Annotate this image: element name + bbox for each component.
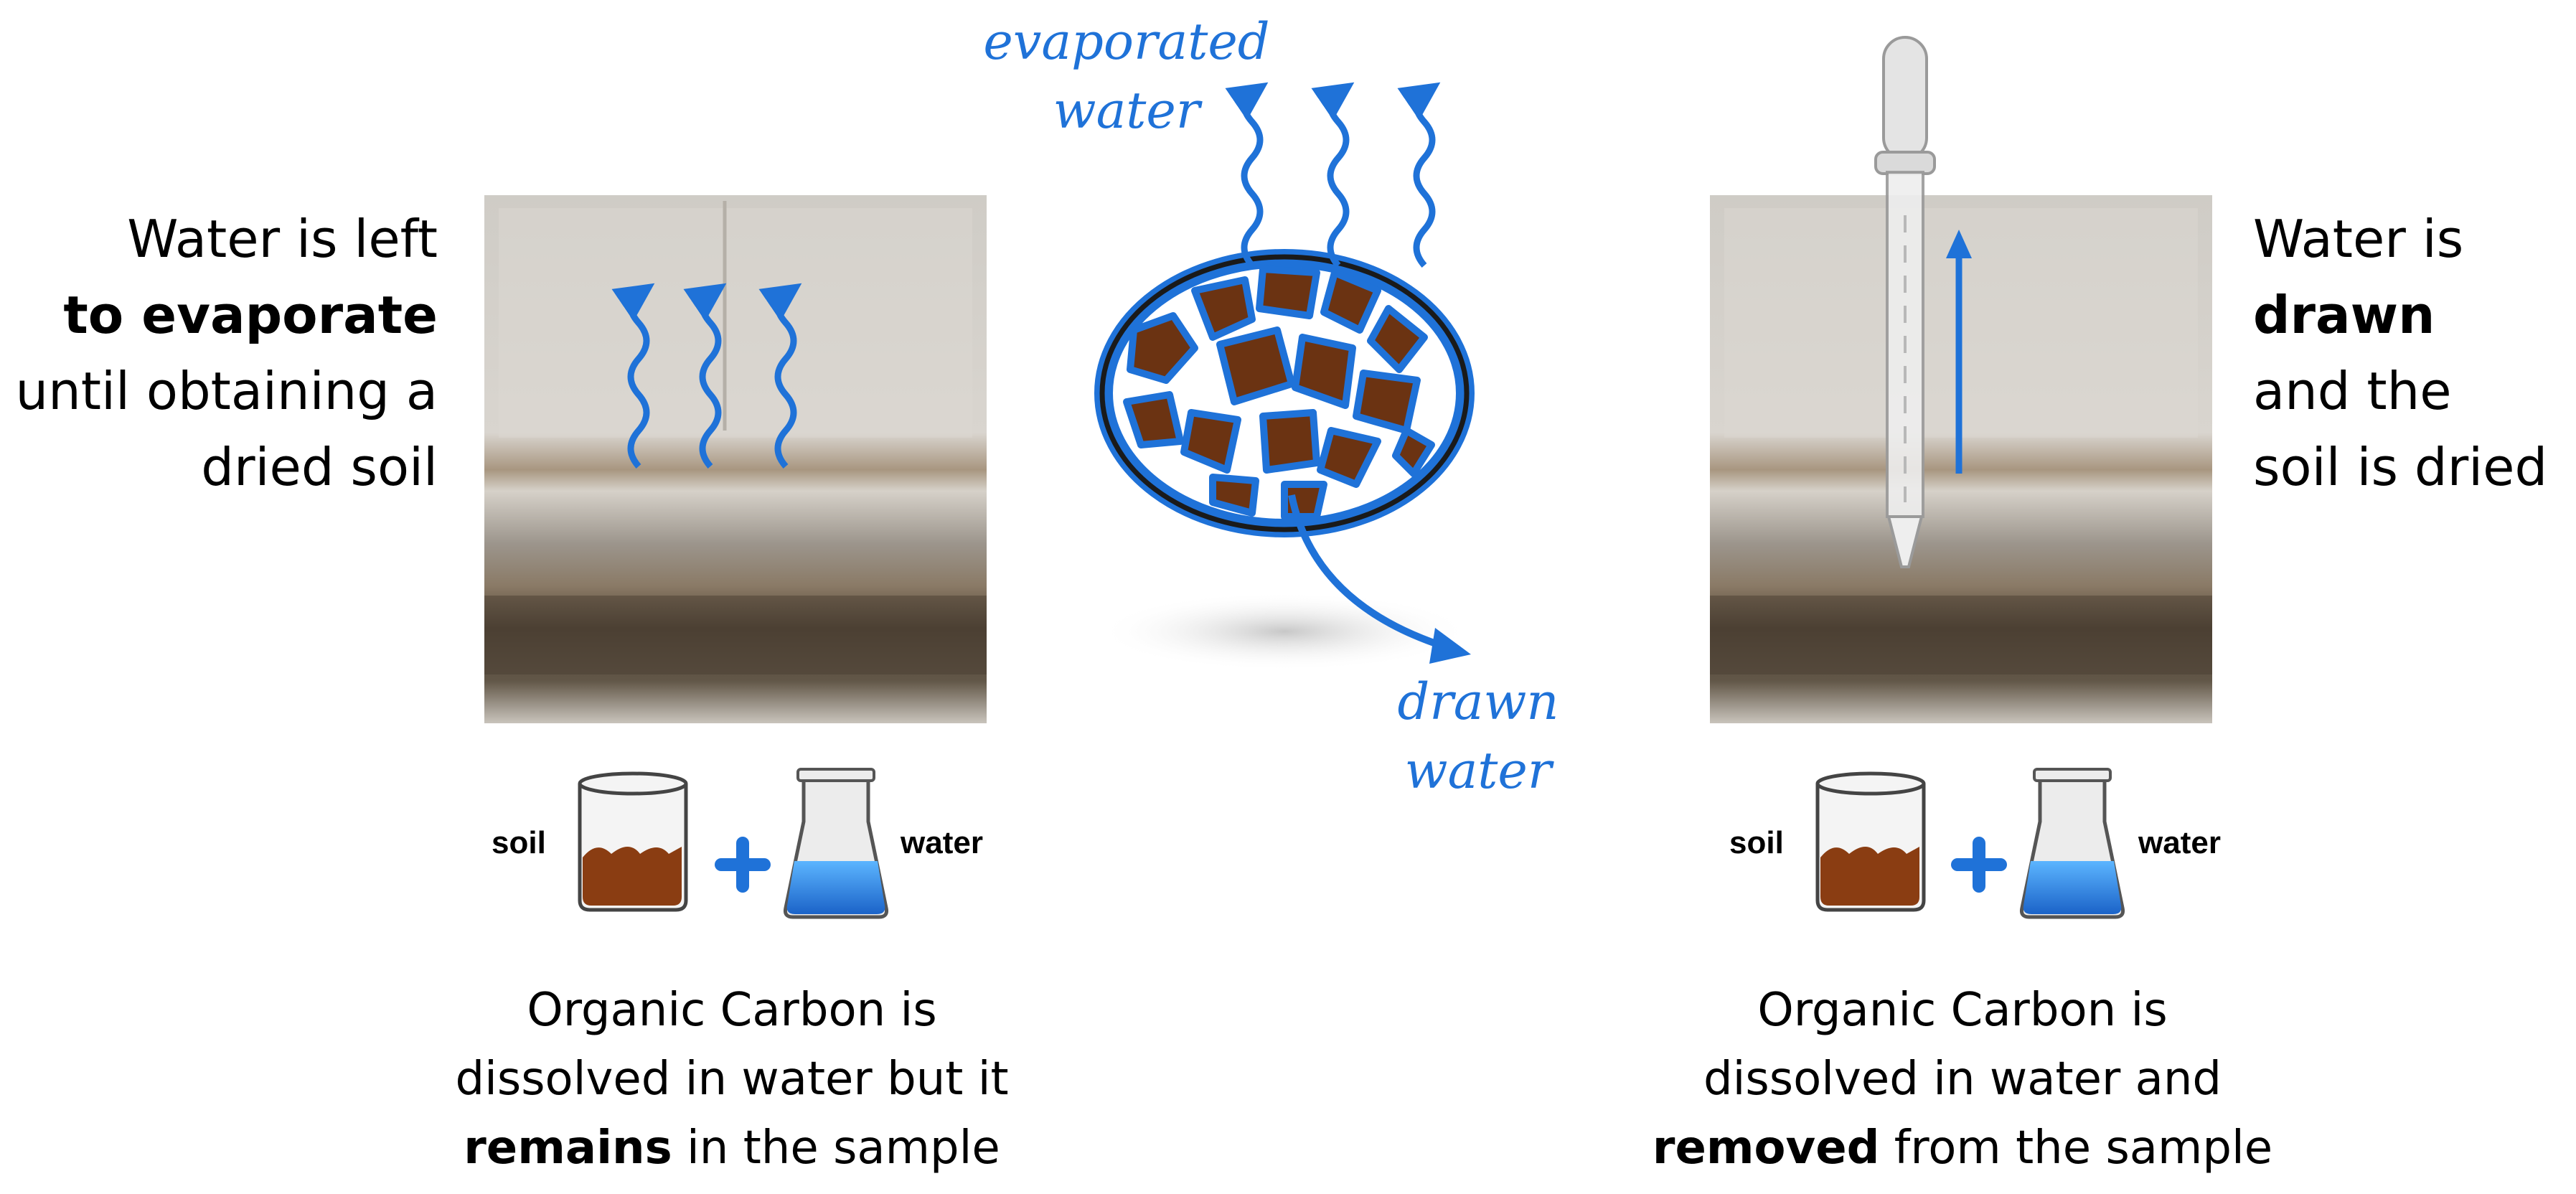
right-caption-line-2: dissolved in water and xyxy=(1703,1053,2222,1106)
right-drawn-arrow xyxy=(1946,230,1972,474)
drawn-water-arrow xyxy=(1288,494,1471,664)
center-evaporation-arrows xyxy=(1225,82,1441,268)
drawn-label-line-2: water xyxy=(1404,741,1552,800)
left-evaporation-arrows xyxy=(611,283,802,469)
right-caption-line-1: Organic Carbon is xyxy=(1757,984,2168,1037)
left-soil-beaker xyxy=(578,771,688,912)
left-plus-icon xyxy=(715,837,771,893)
right-caption-line-3: removed from the sample xyxy=(1652,1122,2273,1175)
drawn-water-label: drawn water xyxy=(1349,667,1607,805)
right-water-flask xyxy=(2020,768,2125,919)
right-text-line-1: Water is xyxy=(2253,209,2464,269)
right-plus-icon xyxy=(1951,837,2007,893)
evaporated-water-label: evaporated water xyxy=(962,7,1292,145)
left-text-line-3: until obtaining a xyxy=(15,361,438,421)
right-text-line-2: drawn xyxy=(2253,285,2435,345)
left-water-flask xyxy=(784,768,888,919)
drawn-label-line-1: drawn xyxy=(1397,672,1559,731)
left-text-line-1: Water is left xyxy=(127,209,438,269)
right-caption: Organic Carbon is dissolved in water and… xyxy=(1604,976,2321,1183)
left-caption-line-2: dissolved in water but it xyxy=(455,1053,1009,1106)
ellipse-shadow xyxy=(1098,592,1471,671)
left-description: Water is left to evaporate until obtaini… xyxy=(14,201,438,505)
left-water-label: water xyxy=(901,825,983,860)
left-caption-line-3: remains in the sample xyxy=(464,1122,1000,1175)
soil-ellipse xyxy=(1094,249,1475,537)
right-soil-beaker xyxy=(1815,771,1926,912)
left-caption: Organic Carbon is dissolved in water but… xyxy=(373,976,1091,1183)
left-text-line-2: to evaporate xyxy=(63,285,438,345)
right-soil-label: soil xyxy=(1729,825,1784,860)
right-text-line-4: soil is dried xyxy=(2253,437,2548,497)
right-text-line-3: and the xyxy=(2253,361,2452,421)
evaporated-label-line-1: evaporated xyxy=(983,12,1270,71)
left-jar-photo xyxy=(484,195,987,723)
right-description: Water is drawn and the soil is dried xyxy=(2253,201,2569,505)
evaporated-label-line-2: water xyxy=(1053,81,1200,140)
left-caption-line-1: Organic Carbon is xyxy=(527,984,937,1037)
left-text-line-4: dried soil xyxy=(201,437,438,497)
pipette xyxy=(1874,36,1936,568)
right-water-label: water xyxy=(2138,825,2221,860)
left-soil-label: soil xyxy=(492,825,546,860)
